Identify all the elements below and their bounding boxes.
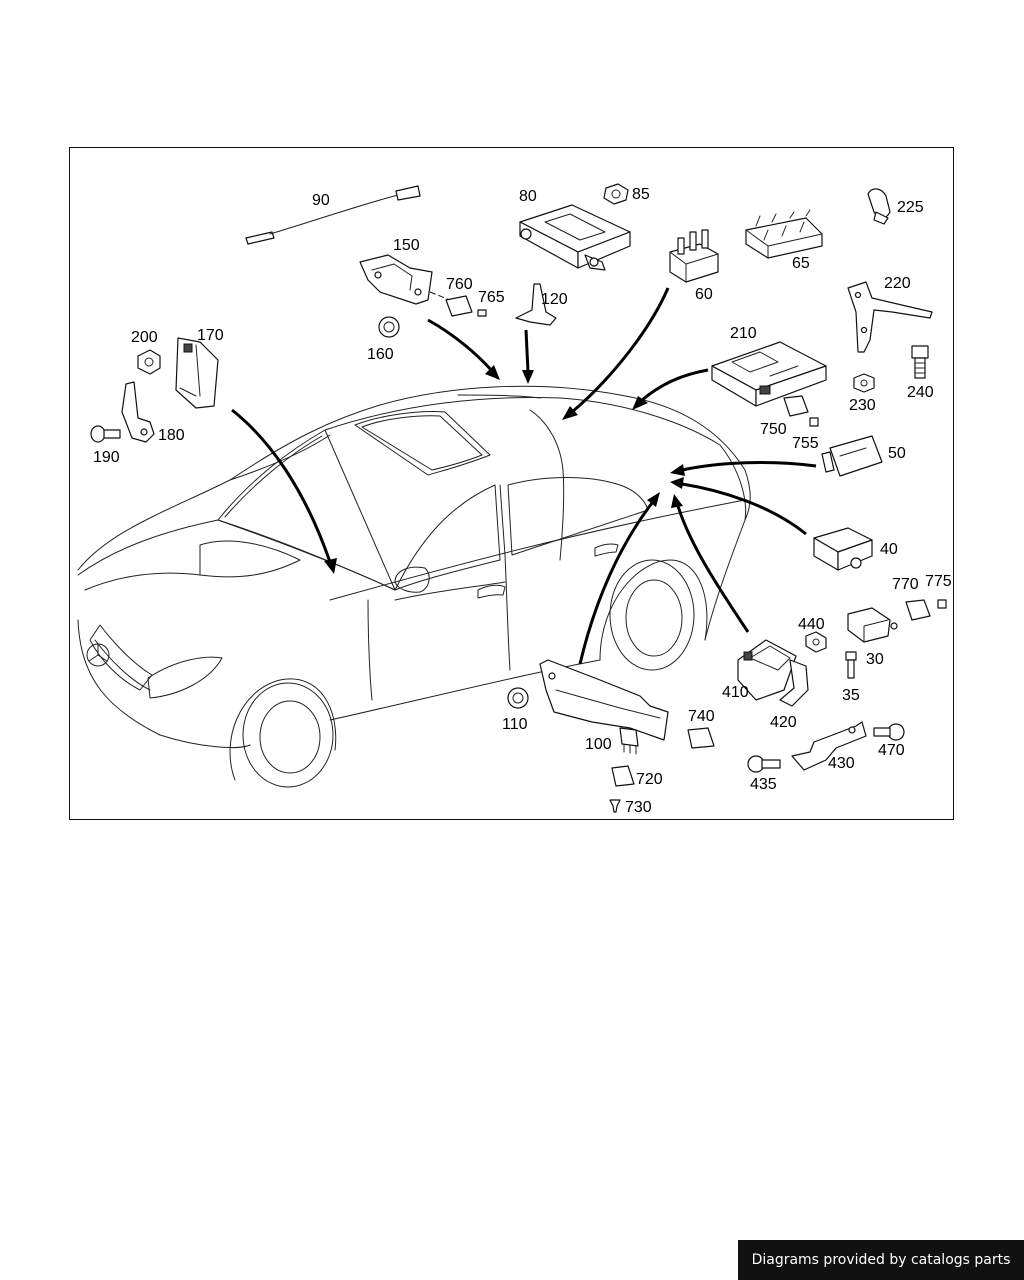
part-200-nut	[137, 349, 161, 375]
part-160-grommet	[378, 316, 400, 338]
label-435: 435	[750, 776, 777, 793]
part-100-bracket	[539, 659, 669, 755]
label-775: 775	[925, 573, 952, 590]
part-410-module	[737, 639, 797, 701]
label-730: 730	[625, 799, 652, 816]
label-120: 120	[541, 291, 568, 308]
part-230-nut	[853, 373, 875, 393]
part-220-bracket	[847, 281, 933, 353]
part-85-nut	[603, 183, 629, 205]
label-740: 740	[688, 708, 715, 725]
part-80-control-unit	[519, 204, 631, 271]
label-220: 220	[884, 275, 911, 292]
label-440: 440	[798, 616, 825, 633]
label-190: 190	[93, 449, 120, 466]
footer-credit: Diagrams provided by catalogs parts	[738, 1240, 1024, 1280]
part-210-module	[711, 341, 827, 407]
label-760: 760	[446, 276, 473, 293]
label-65: 65	[792, 255, 810, 272]
part-720-cover	[611, 765, 635, 787]
part-120-antenna	[515, 283, 557, 326]
car-body-illustration	[77, 385, 751, 788]
part-90-cable-sensor	[245, 185, 421, 245]
label-160: 160	[367, 346, 394, 363]
label-30: 30	[866, 651, 884, 668]
part-110-grommet	[507, 687, 529, 709]
label-755: 755	[792, 435, 819, 452]
label-60: 60	[695, 286, 713, 303]
part-440-nut	[805, 631, 827, 653]
part-770-cover	[905, 599, 931, 621]
part-35-bolt	[845, 651, 857, 679]
part-740-cover	[687, 727, 715, 749]
part-150-bracket	[359, 254, 433, 305]
part-435-screw	[747, 755, 781, 773]
part-190-screw	[90, 425, 121, 443]
part-30-sensor	[847, 607, 898, 643]
label-720: 720	[636, 771, 663, 788]
part-225-clip	[867, 188, 891, 225]
part-50-module	[821, 435, 883, 477]
part-60-relay-block	[669, 229, 719, 283]
part-65-fuse-block	[745, 209, 823, 259]
label-770: 770	[892, 576, 919, 593]
label-470: 470	[878, 742, 905, 759]
label-110: 110	[502, 716, 528, 733]
label-765: 765	[478, 289, 505, 306]
diagram-frame	[69, 147, 954, 820]
part-labels: 90 80 85 225 150 760 765 120 60 65 220 1…	[93, 186, 952, 816]
label-100: 100	[585, 736, 612, 753]
label-85: 85	[632, 186, 650, 203]
part-430-bracket	[791, 721, 867, 771]
label-750: 750	[760, 421, 787, 438]
part-240-bolt	[911, 345, 929, 379]
label-430: 430	[828, 755, 855, 772]
part-750-cover	[783, 395, 809, 417]
part-775-screw	[937, 599, 947, 609]
assembly-arrows	[231, 287, 817, 665]
part-760-cover	[445, 295, 473, 317]
label-90: 90	[312, 192, 330, 209]
label-420: 420	[770, 714, 797, 731]
label-170: 170	[197, 327, 224, 344]
part-40-control-unit	[813, 527, 873, 571]
part-470-screw	[873, 723, 905, 741]
label-200: 200	[131, 329, 158, 346]
part-765-screw	[477, 309, 487, 317]
part-730-screw	[609, 799, 621, 813]
part-420-bracket	[779, 659, 809, 707]
label-180: 180	[158, 427, 185, 444]
label-35: 35	[842, 687, 860, 704]
label-410: 410	[722, 684, 749, 701]
label-210: 210	[730, 325, 757, 342]
label-230: 230	[849, 397, 876, 414]
label-50: 50	[888, 445, 906, 462]
part-180-bracket	[121, 381, 155, 443]
label-80: 80	[519, 188, 537, 205]
label-240: 240	[907, 384, 934, 401]
part-755-screw	[809, 417, 819, 427]
label-40: 40	[880, 541, 898, 558]
part-170-sensor	[175, 337, 219, 409]
label-225: 225	[897, 199, 924, 216]
label-150: 150	[393, 237, 420, 254]
